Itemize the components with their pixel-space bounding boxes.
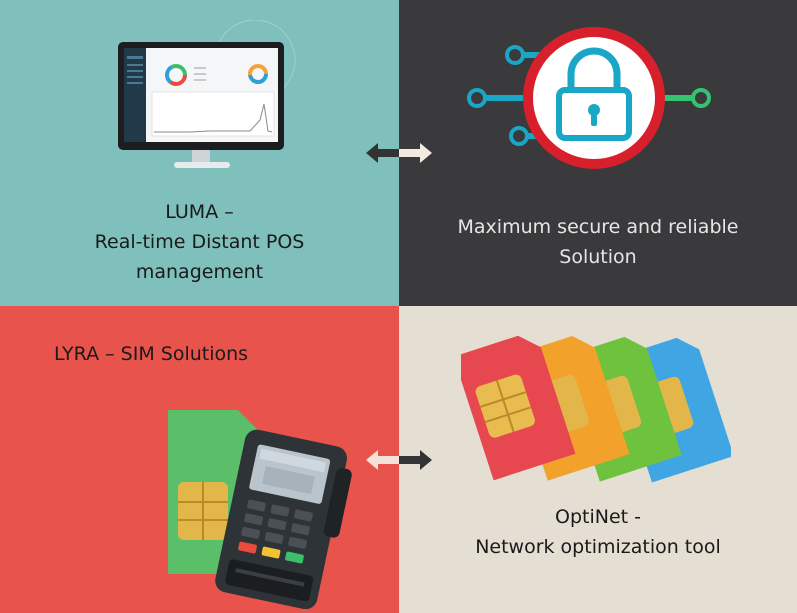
luma-line3: management: [135, 261, 264, 283]
secure-line2: Solution: [559, 246, 637, 268]
secure-label: Maximum secure and reliable Solution: [399, 212, 797, 272]
monitor-dashboard-icon: [118, 20, 296, 168]
double-arrow-icon: [366, 143, 432, 163]
quadrant-luma: LUMA – Real-time Distant POS management: [0, 0, 399, 306]
lyra-label: LYRA – SIM Solutions: [54, 339, 248, 369]
luma-line1: LUMA –: [165, 201, 234, 223]
lyra-line1: LYRA – SIM Solutions: [54, 343, 249, 365]
padlock-icon: [467, 27, 711, 169]
optinet-line1: OptiNet -: [555, 506, 641, 528]
optinet-label: OptiNet - Network optimization tool: [399, 502, 797, 562]
luma-label: LUMA – Real-time Distant POS management: [0, 197, 399, 287]
sim-cards-icon: [461, 335, 731, 483]
quadrant-optinet: OptiNet - Network optimization tool: [399, 306, 797, 613]
quadrant-lyra: LYRA – SIM Solutions: [0, 306, 399, 613]
optinet-line2: Network optimization tool: [475, 536, 721, 558]
secure-line1: Maximum secure and reliable: [457, 216, 739, 238]
luma-line2: Real-time Distant POS: [94, 231, 305, 253]
double-arrow-icon: [366, 450, 432, 470]
quadrant-secure: Maximum secure and reliable Solution: [399, 0, 797, 306]
pos-terminal-icon: [168, 410, 352, 609]
